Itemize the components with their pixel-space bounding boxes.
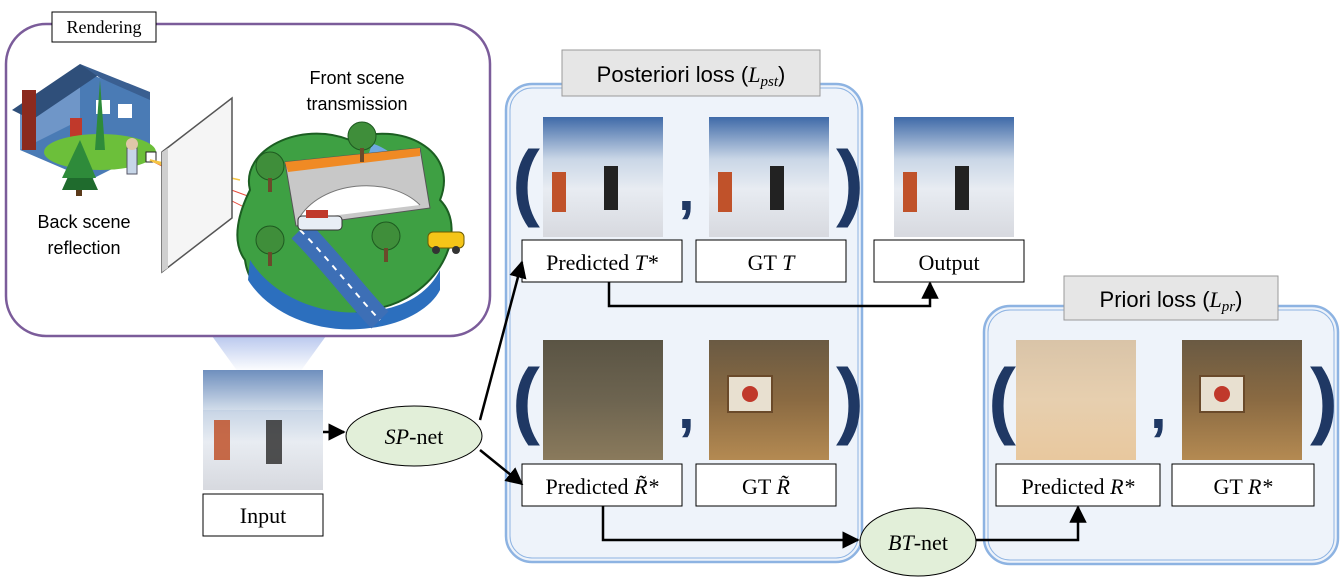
front-scene-label-line2: transmission bbox=[306, 94, 407, 114]
rendering-panel: Rendering bbox=[4, 11, 492, 372]
output-label-box bbox=[873, 239, 1025, 283]
posteriori-title: Posteriori loss (Lpst) bbox=[597, 62, 786, 90]
predicted-r-image bbox=[1016, 340, 1136, 460]
input-label-box bbox=[202, 493, 324, 537]
output-label: Output bbox=[918, 250, 979, 275]
arrow-predicted-r-tilde-to-btnet bbox=[601, 506, 860, 549]
sp-net-prefix: SP bbox=[385, 424, 409, 449]
comma-priori: , bbox=[1150, 374, 1167, 441]
bt-net-node: BT-net bbox=[859, 507, 977, 577]
output-block: Output bbox=[873, 117, 1025, 283]
priori-title-text: Priori loss ( bbox=[1100, 287, 1211, 312]
predicted-r-tilde-box bbox=[521, 463, 683, 507]
sp-net-ellipse bbox=[345, 405, 483, 467]
paren-close-t: ) bbox=[836, 134, 864, 228]
paren-open-t: ( bbox=[512, 134, 540, 228]
back-scene-label-line2: reflection bbox=[47, 238, 120, 258]
priori-subscript: pr bbox=[1221, 299, 1236, 315]
predicted-r-box bbox=[995, 463, 1161, 507]
paren-open-r: ( bbox=[512, 352, 540, 446]
gt-r-label: GT R* bbox=[1214, 474, 1273, 499]
predicted-r-tilde-image bbox=[543, 340, 663, 460]
render-beam bbox=[212, 336, 326, 372]
gt-t-box bbox=[695, 239, 847, 283]
gt-r-tilde-label: GT R̃ bbox=[742, 474, 790, 499]
bt-net-prefix: BT bbox=[888, 530, 915, 555]
posteriori-close: ) bbox=[778, 62, 785, 87]
gt-t-prefix: GT bbox=[748, 250, 782, 275]
comma-r: , bbox=[678, 374, 695, 441]
predicted-r-symbol: R* bbox=[1109, 474, 1134, 499]
island-illustration bbox=[236, 121, 465, 330]
rendering-title: Rendering bbox=[67, 17, 142, 37]
predicted-t-label: Predicted T* bbox=[546, 250, 658, 275]
posteriori-panel: Posteriori loss (Lpst) ( , ) ( , ) Predi… bbox=[504, 49, 864, 564]
input-block: Input bbox=[202, 370, 324, 537]
predicted-t-prefix: Predicted bbox=[546, 250, 635, 275]
posteriori-subscript: pst bbox=[760, 74, 779, 90]
comma-t: , bbox=[678, 156, 695, 223]
gt-r-tilde-symbol: R̃ bbox=[775, 474, 790, 499]
house-illustration bbox=[12, 64, 157, 196]
predicted-t-box bbox=[521, 239, 683, 283]
back-scene-label-line1: Back scene bbox=[37, 212, 130, 232]
gt-t-symbol: T bbox=[782, 250, 796, 275]
sp-net-suffix: -net bbox=[409, 424, 443, 449]
bt-net-label: BT-net bbox=[888, 530, 948, 555]
predicted-r-tilde-prefix: Predicted bbox=[545, 474, 634, 499]
paren-close-r: ) bbox=[836, 352, 864, 446]
arrow-spnet-to-predicted-r-tilde bbox=[479, 449, 524, 486]
priori-title-box bbox=[1063, 275, 1279, 321]
priori-panel: Priori loss (Lpr) ( , ) Predicted R* GT … bbox=[982, 275, 1340, 566]
predicted-t-symbol: T* bbox=[635, 250, 658, 275]
gt-r-symbol: R* bbox=[1247, 474, 1272, 499]
posteriori-title-box bbox=[561, 49, 821, 97]
paren-open-priori: ( bbox=[988, 352, 1016, 446]
priori-close: ) bbox=[1235, 287, 1242, 312]
predicted-r-label: Predicted R* bbox=[1021, 474, 1134, 499]
gt-r-tilde-prefix: GT bbox=[742, 474, 776, 499]
arrows bbox=[323, 260, 1087, 549]
arrow-btnet-to-predicted-r bbox=[976, 505, 1087, 542]
predicted-r-tilde-label: Predicted R̃* bbox=[545, 474, 658, 499]
predicted-r-tilde-symbol: R̃* bbox=[633, 474, 658, 499]
arrow-predicted-t-to-output bbox=[607, 281, 939, 308]
gt-r-box bbox=[1171, 463, 1315, 507]
input-label: Input bbox=[240, 503, 286, 528]
gt-r-prefix: GT bbox=[1214, 474, 1248, 499]
predicted-r-prefix: Predicted bbox=[1021, 474, 1110, 499]
gt-r-tilde-box bbox=[695, 463, 837, 507]
rendering-title-box bbox=[51, 11, 157, 43]
bt-net-suffix: -net bbox=[914, 530, 948, 555]
arrow-spnet-to-predicted-t bbox=[478, 260, 527, 421]
sp-net-node: SP-net bbox=[345, 405, 483, 467]
front-scene-label-line1: Front scene bbox=[309, 68, 404, 88]
posteriori-title-text: Posteriori loss ( bbox=[597, 62, 749, 87]
paren-close-priori: ) bbox=[1310, 352, 1338, 446]
posteriori-symbol: L bbox=[747, 62, 760, 87]
bt-net-ellipse bbox=[859, 507, 977, 577]
gt-t-label: GT T bbox=[748, 250, 796, 275]
priori-symbol: L bbox=[1209, 287, 1222, 312]
sp-net-label: SP-net bbox=[385, 424, 444, 449]
priori-title: Priori loss (Lpr) bbox=[1100, 287, 1243, 315]
